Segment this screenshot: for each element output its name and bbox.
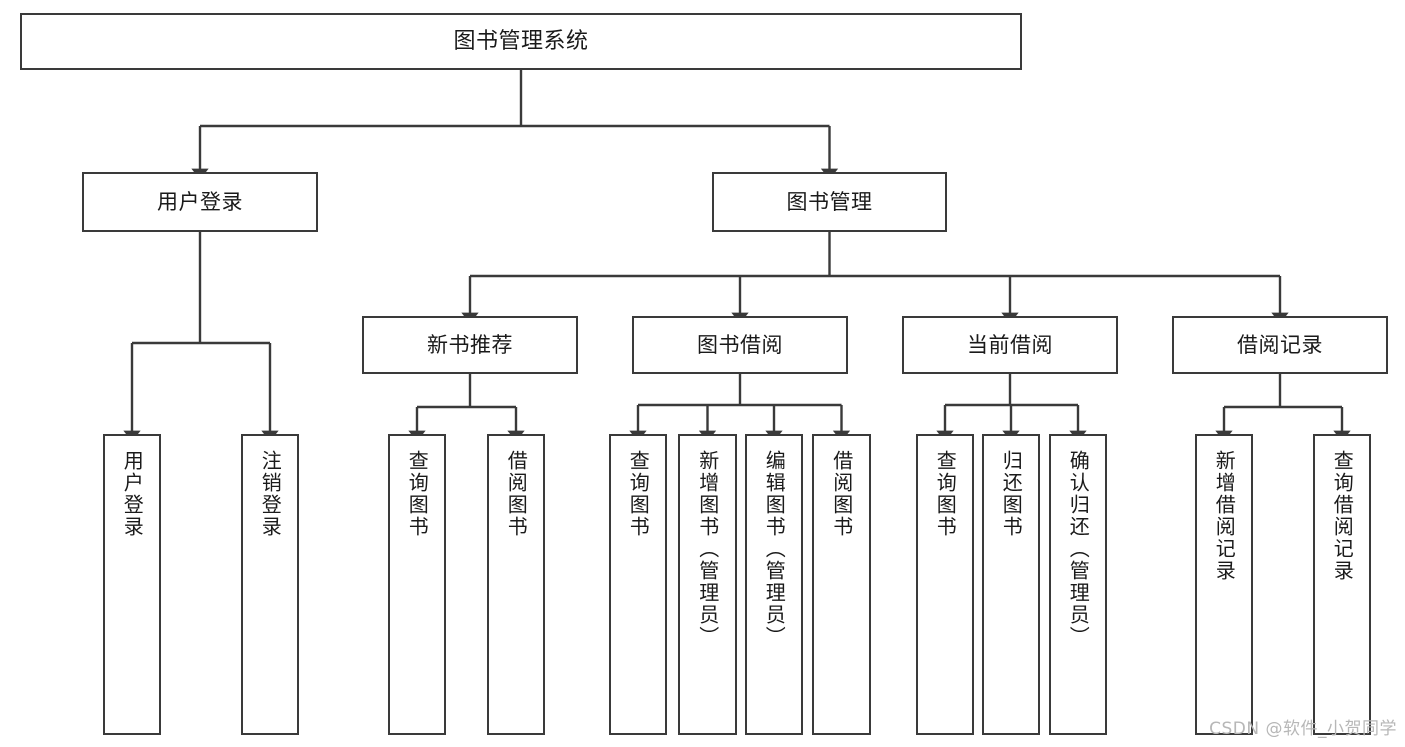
node-book-management[interactable]: 图书管理 (712, 172, 947, 232)
node-leaf-edit-book-admin[interactable]: 编辑图书（管理员） (745, 434, 803, 735)
node-user-login[interactable]: 用户登录 (82, 172, 318, 232)
node-leaf-query-book-borrow[interactable]: 查询图书 (609, 434, 667, 735)
node-leaf-add-book-admin[interactable]: 新增图书（管理员） (678, 434, 737, 735)
node-label: 当前借阅 (967, 332, 1053, 357)
node-leaf-query-book-recommend[interactable]: 查询图书 (388, 434, 446, 735)
node-book-management-system[interactable]: 图书管理系统 (20, 13, 1022, 70)
node-label: 查询借阅记录 (1330, 450, 1355, 582)
node-label: 新增图书（管理员） (695, 450, 720, 648)
node-borrow-record[interactable]: 借阅记录 (1172, 316, 1388, 374)
node-book-borrow[interactable]: 图书借阅 (632, 316, 848, 374)
node-label: 借阅图书 (829, 450, 854, 538)
node-label: 查询图书 (626, 450, 651, 538)
node-label: 归还图书 (999, 450, 1024, 538)
node-label: 借阅记录 (1237, 332, 1323, 357)
node-label: 查询图书 (933, 450, 958, 538)
node-current-borrow[interactable]: 当前借阅 (902, 316, 1118, 374)
node-label: 查询图书 (405, 450, 430, 538)
node-leaf-add-borrow-record[interactable]: 新增借阅记录 (1195, 434, 1253, 735)
node-label: 编辑图书（管理员） (762, 450, 787, 648)
node-leaf-logout-login[interactable]: 注销登录 (241, 434, 299, 735)
node-leaf-query-borrow-record[interactable]: 查询借阅记录 (1313, 434, 1371, 735)
node-label: 新书推荐 (427, 332, 513, 357)
node-label: 新增借阅记录 (1212, 450, 1237, 582)
node-label: 借阅图书 (504, 450, 529, 538)
node-label: 图书管理 (786, 189, 873, 214)
node-label: 用户登录 (157, 189, 243, 214)
node-label: 注销登录 (258, 450, 283, 538)
node-leaf-query-book-current[interactable]: 查询图书 (916, 434, 974, 735)
node-leaf-return-book[interactable]: 归还图书 (982, 434, 1040, 735)
node-label: 图书借阅 (697, 332, 783, 357)
csdn-watermark: CSDN @软件_小贺同学 (1209, 719, 1397, 739)
node-label: 图书管理系统 (453, 28, 589, 54)
node-leaf-user-login[interactable]: 用户登录 (103, 434, 161, 735)
node-label: 确认归还（管理员） (1066, 450, 1091, 648)
node-leaf-borrow-book-recommend[interactable]: 借阅图书 (487, 434, 545, 735)
node-leaf-borrow-book[interactable]: 借阅图书 (812, 434, 871, 735)
node-new-book-recommendation[interactable]: 新书推荐 (362, 316, 578, 374)
node-leaf-confirm-return-admin[interactable]: 确认归还（管理员） (1049, 434, 1107, 735)
node-label: 用户登录 (120, 450, 145, 538)
